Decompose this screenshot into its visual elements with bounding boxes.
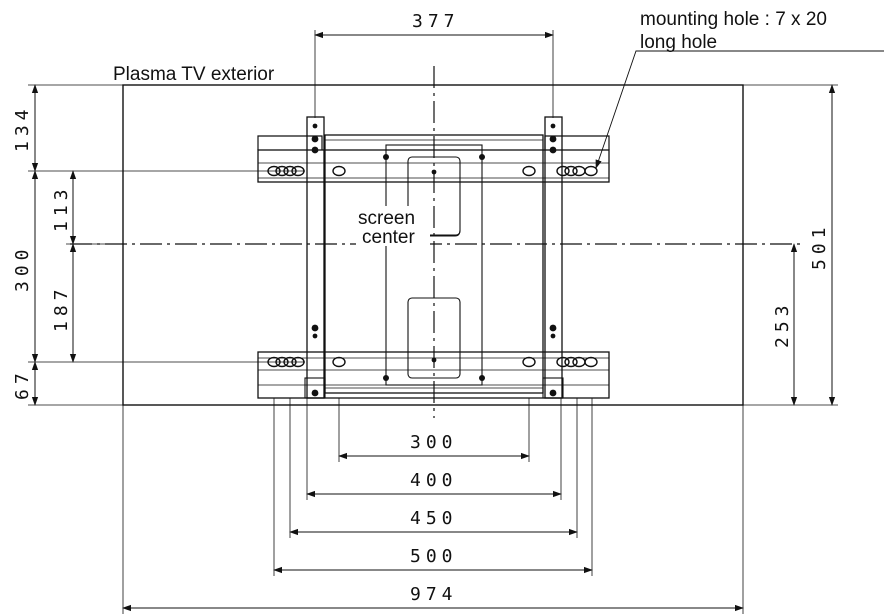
dim-113: 113 bbox=[51, 184, 72, 232]
dimension-lines bbox=[31, 31, 836, 612]
wall-bracket-plate bbox=[324, 134, 544, 394]
dim-187: 187 bbox=[51, 284, 72, 332]
dim-500: 500 bbox=[410, 546, 458, 567]
left-vertical-arm bbox=[304, 116, 326, 399]
screen-center-label-line2: center bbox=[362, 227, 415, 248]
plasma-tv-exterior-label: Plasma TV exterior bbox=[113, 64, 275, 85]
long-hole-label: long hole bbox=[640, 32, 717, 53]
dim-974: 974 bbox=[410, 584, 458, 605]
dim-300-left: 300 bbox=[12, 244, 33, 292]
tv-exterior-outline bbox=[122, 84, 744, 406]
dim-400: 400 bbox=[410, 470, 458, 491]
dim-134: 134 bbox=[12, 104, 33, 152]
upper-mounting-holes bbox=[267, 165, 598, 177]
dim-67: 67 bbox=[12, 368, 33, 400]
dim-253: 253 bbox=[772, 300, 793, 348]
dim-300-bottom: 300 bbox=[410, 432, 458, 453]
mounting-hole-leader bbox=[595, 50, 884, 169]
dim-450: 450 bbox=[410, 508, 458, 529]
mounting-hole-label: mounting hole : 7 x 20 bbox=[640, 9, 827, 30]
right-vertical-arm bbox=[542, 116, 564, 399]
screen-center-label-line1: screen bbox=[358, 208, 415, 229]
screen-center-leader bbox=[425, 175, 461, 237]
lower-mounting-rail bbox=[257, 351, 610, 399]
dim-501: 501 bbox=[809, 222, 830, 270]
dim-377: 377 bbox=[412, 11, 460, 32]
